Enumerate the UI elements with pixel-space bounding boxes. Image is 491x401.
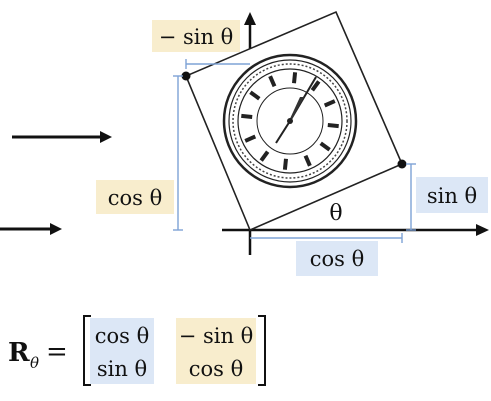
clock-icon [222,53,358,189]
clock-tick [259,150,270,162]
clock-tick [249,90,261,101]
matrix-left-bracket [83,315,91,386]
clock-tick [319,141,331,152]
corner-point-right [397,159,407,169]
matrix-m11: cos θ [95,324,150,348]
clock-tick [244,134,257,143]
matrix-col1-box [90,318,154,384]
cos-bottom-label: cos θ [310,247,365,271]
matrix-right-bracket [258,315,266,386]
matrix-m21: sin θ [97,357,147,381]
clock-tick [323,99,336,108]
clock-tick [268,75,277,88]
cos-left-label: cos θ [108,186,163,210]
cos-bottom-label-box [296,241,378,276]
corner-point-left [181,71,191,81]
clock-tick [327,123,339,129]
clock-tick [292,72,298,84]
clock-tick [241,113,253,119]
clock-tick [310,80,321,92]
clock-tick [282,158,288,170]
x-axis [222,224,489,236]
matrix-col2-box [176,318,256,384]
formula-lhs: R [8,338,30,368]
cos-left-label-box [96,180,174,214]
matrix-m22: cos θ [189,357,244,381]
right-arrow-icon [12,131,112,143]
sin-right-label: sin θ [427,184,477,208]
matrix-m12: − sin θ [179,324,254,348]
formula-lhs-subscript: θ [30,354,39,372]
rotation-matrix-formula: R θ = cos θ sin θ − sin θ cos θ [8,315,266,386]
sin-right-bracket [406,163,416,231]
neg-sin-bracket [185,59,250,69]
neg-sin-label-box [152,20,240,52]
formula-equals: = [46,337,68,367]
neg-sin-label: − sin θ [159,25,234,49]
cos-left-bracket [173,75,183,231]
sin-right-label-box [416,177,488,213]
cos-bottom-bracket [250,233,403,243]
theta-label: θ [329,201,342,226]
right-arrow-icon [0,223,62,235]
clock-tick [303,154,312,167]
